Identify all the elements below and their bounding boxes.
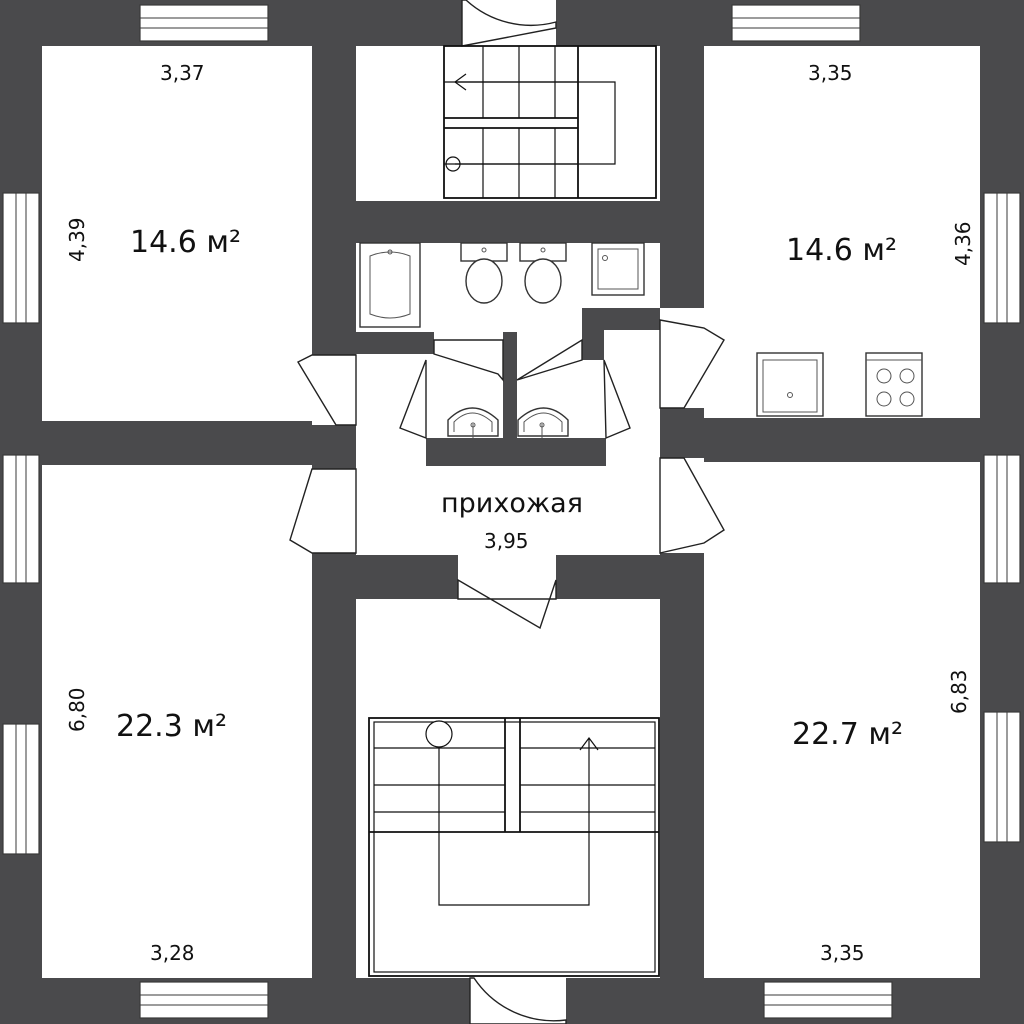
door-top-entrance (461, 0, 557, 47)
windows (2, 4, 1021, 1019)
hall-name: прихожая (441, 488, 583, 519)
dim-bottom-left-height: 6,80 (65, 687, 89, 732)
door-hall-bottom (457, 578, 557, 630)
window-top-left (139, 4, 269, 42)
window-bottom-left (139, 981, 269, 1019)
door-bottom-left-room (289, 468, 357, 554)
dim-bottom-right-height: 6,83 (947, 669, 971, 714)
window-bottom-right (763, 981, 893, 1019)
staircase-bottom (368, 717, 660, 977)
area-top-left: 14.6 м² (130, 225, 241, 260)
window-top-right (731, 4, 861, 42)
sink-right (517, 407, 569, 438)
bathtub (359, 242, 421, 328)
dim-top-left-width: 3,37 (160, 61, 205, 85)
window-left-2 (2, 454, 40, 584)
shower-tray (591, 242, 645, 296)
area-bottom-left: 22.3 м² (116, 709, 227, 744)
hall-width: 3,95 (484, 529, 529, 553)
door-bath-left-swing (399, 359, 427, 440)
door-bottom-entrance (469, 977, 567, 1024)
dim-top-right-width: 3,35 (808, 61, 853, 85)
window-right-3 (983, 711, 1021, 843)
toilet-left (460, 242, 508, 304)
staircase-top (443, 45, 657, 199)
dim-top-left-height: 4,39 (65, 217, 89, 262)
window-left-1 (2, 192, 40, 324)
door-bath-right-swing (603, 359, 631, 440)
doors (289, 0, 725, 1024)
area-top-right: 14.6 м² (786, 233, 897, 268)
dim-top-right-height: 4,36 (951, 221, 975, 266)
bathroom-fixtures (359, 242, 645, 438)
dim-bottom-right-width: 3,35 (820, 941, 865, 965)
area-bottom-right: 22.7 м² (792, 717, 903, 752)
dim-bottom-left-width: 3,28 (150, 941, 195, 965)
kitchen-sink (756, 352, 824, 417)
labels: 14.6 м² 14.6 м² 22.3 м² 22.7 м² прихожая… (65, 61, 975, 965)
window-right-1 (983, 192, 1021, 324)
sink-left (447, 407, 499, 438)
door-bottom-right-room (659, 457, 725, 554)
door-bath-left (433, 339, 504, 382)
door-bath-right (516, 338, 583, 381)
toilet-right (519, 242, 567, 304)
door-top-left-room (297, 354, 357, 426)
door-top-right-room (659, 319, 725, 409)
window-right-2 (983, 454, 1021, 584)
kitchen-fixtures (756, 352, 923, 417)
window-left-3 (2, 723, 40, 855)
stove (865, 352, 923, 417)
